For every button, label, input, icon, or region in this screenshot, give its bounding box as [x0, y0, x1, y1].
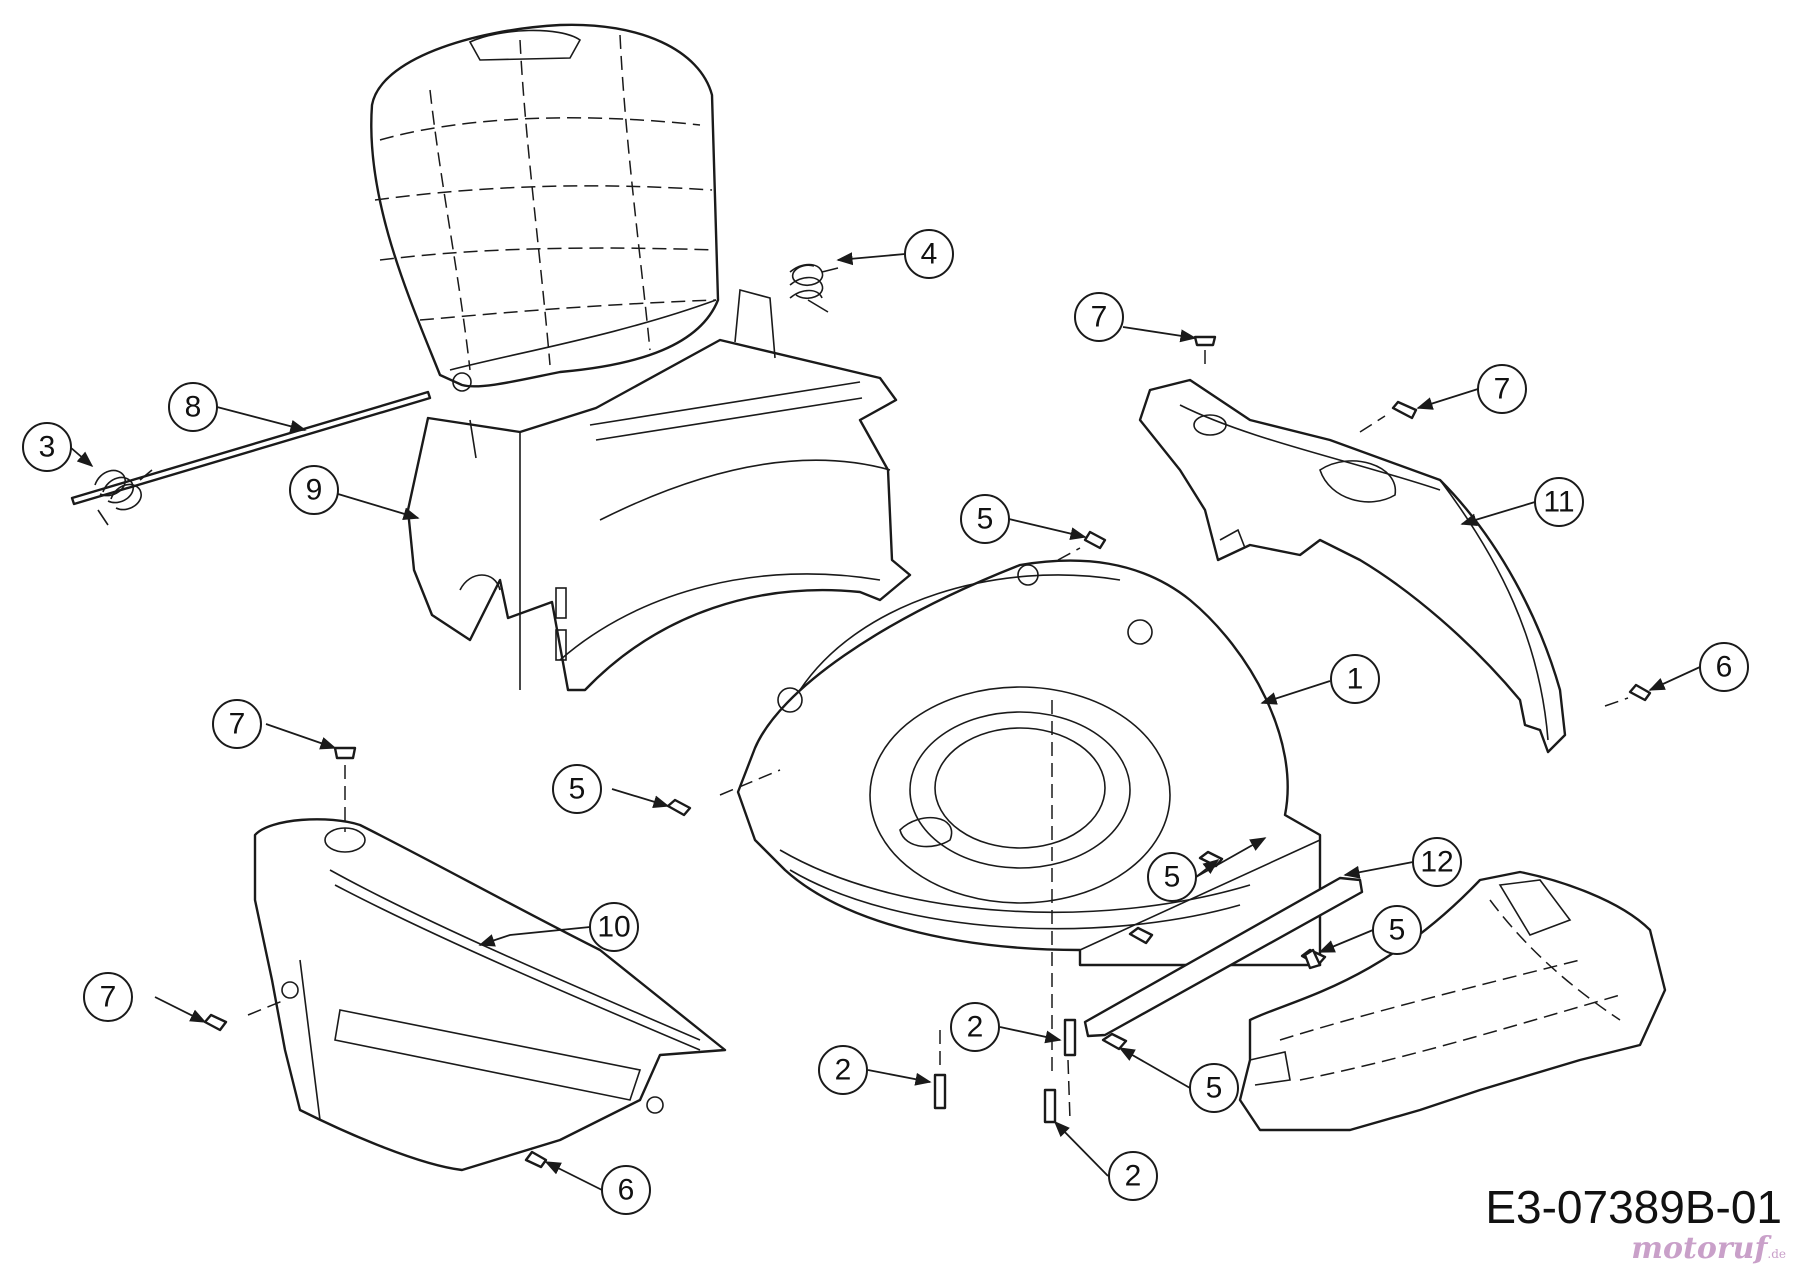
- callout-2: 2: [950, 1002, 1000, 1052]
- leader-lines: [69, 252, 1701, 1191]
- callout-label: 7: [1091, 301, 1108, 334]
- callout-label: 2: [1125, 1160, 1142, 1193]
- torsion-spring-upper: [789, 263, 839, 313]
- side-cover-right: [1138, 378, 1567, 754]
- mower-deck: [736, 559, 1322, 967]
- callout-label: 7: [100, 981, 117, 1014]
- side-cover-left: [253, 818, 727, 1172]
- callout-label: 5: [1164, 861, 1181, 894]
- callout-label: 5: [1206, 1072, 1223, 1105]
- watermark-text: motoruf: [1631, 1231, 1768, 1266]
- callout-label: 3: [39, 431, 56, 464]
- callout-4: 4: [904, 229, 954, 279]
- hinge-rod: [70, 390, 432, 506]
- callout-2: 2: [1108, 1151, 1158, 1201]
- callout-label: 5: [1389, 914, 1406, 947]
- callout-label: 9: [306, 474, 323, 507]
- callout-7: 7: [1074, 292, 1124, 342]
- callout-label: 5: [977, 503, 994, 536]
- callout-3: 3: [22, 422, 72, 472]
- callout-7: 7: [1477, 364, 1527, 414]
- callout-label: 8: [185, 391, 202, 424]
- watermark-logo: motoruf.de: [1631, 1231, 1786, 1266]
- callout-7: 7: [212, 699, 262, 749]
- callout-9: 9: [289, 465, 339, 515]
- deflector-bar: [1083, 876, 1364, 1038]
- callout-2: 2: [818, 1045, 868, 1095]
- callout-label: 10: [597, 911, 630, 944]
- assembly-axis-lines: [247, 350, 1629, 1121]
- mulch-flap: [1238, 870, 1667, 1132]
- callout-12: 12: [1412, 837, 1462, 887]
- callout-6: 6: [1699, 642, 1749, 692]
- callout-10: 10: [589, 902, 639, 952]
- callout-label: 7: [229, 708, 246, 741]
- callout-5: 5: [1189, 1063, 1239, 1113]
- callout-1: 1: [1330, 654, 1380, 704]
- callout-label: 2: [835, 1054, 852, 1087]
- callout-label: 1: [1347, 663, 1364, 696]
- callout-5: 5: [960, 494, 1010, 544]
- callout-label: 5: [569, 773, 586, 806]
- watermark-suffix: .de: [1767, 1247, 1786, 1261]
- callout-label: 6: [618, 1174, 635, 1207]
- callout-8: 8: [168, 382, 218, 432]
- callout-5: 5: [552, 764, 602, 814]
- callout-label: 6: [1716, 651, 1733, 684]
- callout-5: 5: [1147, 852, 1197, 902]
- rear-frame: [406, 288, 912, 692]
- callout-11: 11: [1534, 477, 1584, 527]
- callout-label: 12: [1420, 846, 1453, 879]
- drawing-code: E3-07389B-01: [1485, 1181, 1782, 1233]
- callout-label: 7: [1494, 373, 1511, 406]
- callout-5: 5: [1372, 905, 1422, 955]
- torsion-spring-left: [94, 469, 153, 526]
- callout-6: 6: [601, 1165, 651, 1215]
- callout-label: 2: [967, 1011, 984, 1044]
- grass-catcher-bag: [370, 23, 720, 392]
- callout-label: 4: [921, 238, 938, 271]
- callout-label: 11: [1543, 486, 1574, 519]
- callout-7: 7: [83, 972, 133, 1022]
